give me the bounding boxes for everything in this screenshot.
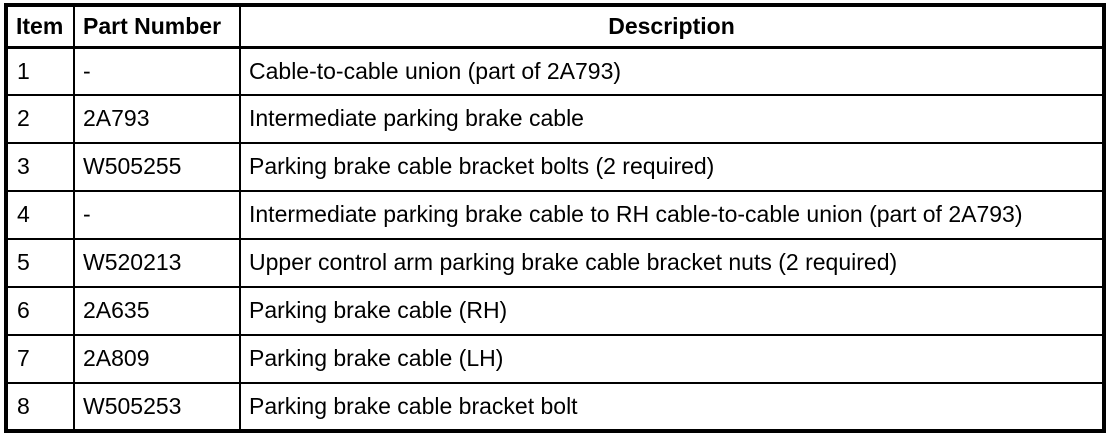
parts-table: Item Part Number Description 1 - Cable-t… [4,3,1106,433]
item-cell: 8 [5,382,75,432]
description-cell: Parking brake cable (RH) [239,286,1105,336]
description-cell: Parking brake cable bracket bolt [239,382,1105,432]
part-number-cell: W520213 [73,238,241,288]
table-row: 7 2A809 Parking brake cable (LH) [5,334,1105,384]
col-header-item: Item [5,4,75,49]
description-cell: Cable-to-cable union (part of 2A793) [239,46,1105,96]
part-number-cell: 2A793 [73,94,241,144]
description-cell: Parking brake cable (LH) [239,334,1105,384]
item-cell: 5 [5,238,75,288]
col-header-description: Description [239,4,1105,49]
table-row: 3 W505255 Parking brake cable bracket bo… [5,142,1105,192]
item-cell: 1 [5,46,75,96]
table-row: 1 - Cable-to-cable union (part of 2A793) [5,46,1105,96]
table-row: 6 2A635 Parking brake cable (RH) [5,286,1105,336]
table-row: 5 W520213 Upper control arm parking brak… [5,238,1105,288]
table-row: 4 - Intermediate parking brake cable to … [5,190,1105,240]
item-cell: 3 [5,142,75,192]
item-cell: 4 [5,190,75,240]
part-number-cell: W505255 [73,142,241,192]
item-cell: 7 [5,334,75,384]
part-number-cell: - [73,190,241,240]
description-cell: Intermediate parking brake cable [239,94,1105,144]
description-cell: Upper control arm parking brake cable br… [239,238,1105,288]
part-number-cell: W505253 [73,382,241,432]
description-cell: Intermediate parking brake cable to RH c… [239,190,1105,240]
col-header-part-number: Part Number [73,4,241,49]
item-cell: 2 [5,94,75,144]
header-row: Item Part Number Description [5,4,1105,49]
table-row: 8 W505253 Parking brake cable bracket bo… [5,382,1105,432]
part-number-cell: 2A635 [73,286,241,336]
item-cell: 6 [5,286,75,336]
description-cell: Parking brake cable bracket bolts (2 req… [239,142,1105,192]
part-number-cell: 2A809 [73,334,241,384]
part-number-cell: - [73,46,241,96]
table-row: 2 2A793 Intermediate parking brake cable [5,94,1105,144]
